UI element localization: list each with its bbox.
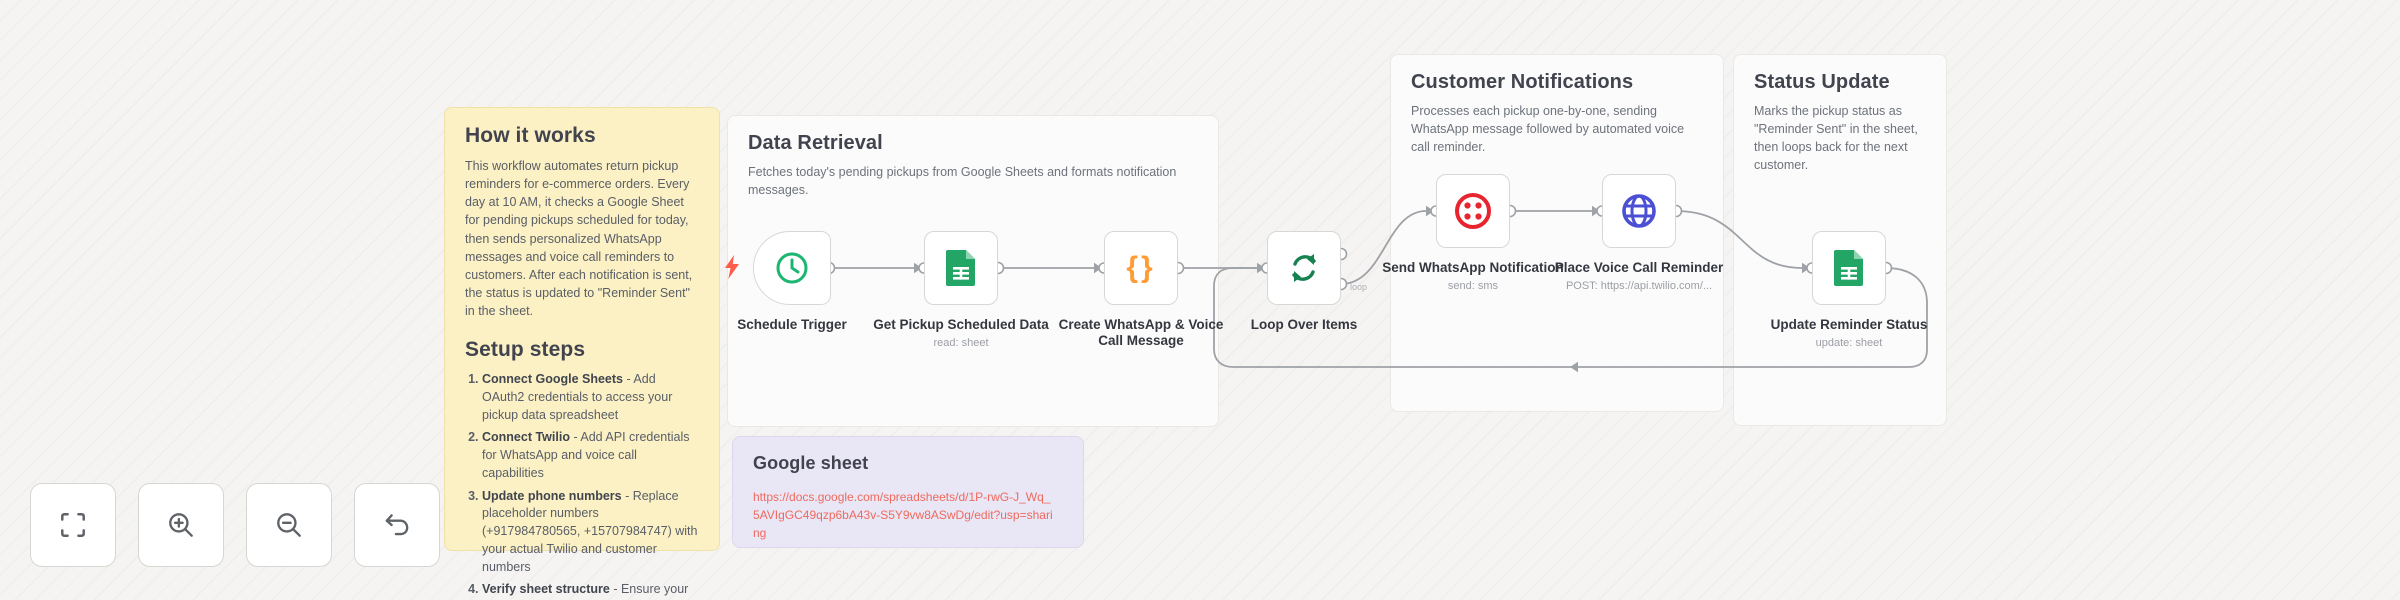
node-loop-over-items[interactable]	[1267, 231, 1341, 305]
node-update-reminder-status[interactable]	[1812, 231, 1886, 305]
arrowhead	[1592, 205, 1600, 217]
zoom-to-fit-icon	[61, 513, 85, 537]
globe-icon	[1622, 194, 1656, 228]
connection-loop-to-whatsapp[interactable]	[1340, 210, 1427, 285]
node-schedule-trigger[interactable]	[753, 231, 831, 305]
node-place-voice-call-reminder[interactable]	[1602, 174, 1676, 248]
code-braces-icon: {}	[1126, 251, 1156, 284]
canvas-toolbar	[30, 483, 440, 567]
how-it-works-body: This workflow automates return pickup re…	[465, 159, 693, 318]
arrowhead	[914, 262, 922, 274]
connection-voicecall-to-update[interactable]	[1675, 210, 1803, 269]
clock-icon	[776, 252, 808, 284]
node-subtitle: update: sheet	[1815, 337, 1883, 350]
zoom-out-button[interactable]	[246, 483, 332, 567]
sticky-note-google-sheet[interactable]: Google sheet https://docs.google.com/spr…	[732, 436, 1084, 548]
setup-steps-list: Connect Google Sheets - Add OAuth2 crede…	[465, 371, 699, 600]
node-label-send-whatsapp: Send WhatsApp Notification send: sms	[1378, 260, 1568, 294]
setup-step: Verify sheet structure - Ensure your Goo…	[482, 581, 699, 600]
sticky-note-how-it-works[interactable]: How it works This workflow automates ret…	[444, 107, 720, 596]
google-sheets-icon	[946, 250, 975, 286]
arrowhead	[1257, 262, 1265, 274]
setup-step: Connect Google Sheets - Add OAuth2 crede…	[482, 371, 699, 424]
setup-steps-title: Setup steps	[465, 338, 586, 362]
setup-step: Connect Twilio - Add API credentials for…	[482, 429, 699, 482]
node-subtitle: POST: https://api.twilio.com/...	[1565, 280, 1713, 293]
loop-icon	[1292, 254, 1316, 282]
loopback-arrowhead	[1570, 361, 1578, 373]
loop-output-label: loop	[1350, 282, 1368, 292]
node-label-get-pickup: Get Pickup Scheduled Data read: sheet	[866, 317, 1056, 351]
arrowhead	[1426, 205, 1434, 217]
zoom-out-icon	[277, 513, 301, 537]
data-retrieval-description: Fetches today's pending pickups from Goo…	[748, 165, 1177, 198]
node-subtitle: read: sheet	[933, 337, 989, 350]
arrowhead	[1094, 262, 1102, 274]
node-subtitle: send: sms	[1447, 280, 1499, 293]
status-update-description: Marks the pickup status as "Reminder Sen…	[1754, 104, 1918, 173]
trigger-bolt-icon	[725, 255, 739, 279]
node-label-loop-over-items: Loop Over Items	[1250, 317, 1358, 332]
google-sheets-icon	[1834, 250, 1863, 286]
zoom-to-fit-button[interactable]	[30, 483, 116, 567]
how-it-works-title: How it works	[465, 124, 596, 147]
node-get-pickup-scheduled-data[interactable]	[924, 231, 998, 305]
node-label-update-status: Update Reminder Status update: sheet	[1754, 317, 1944, 351]
google-sheet-link[interactable]: https://docs.google.com/spreadsheets/d/1…	[753, 490, 1053, 540]
node-label-place-voice-call: Place Voice Call Reminder POST: https://…	[1544, 260, 1734, 294]
node-send-whatsapp-notification[interactable]	[1436, 174, 1510, 248]
status-update-title: Status Update	[1754, 71, 1890, 93]
customer-notifications-description: Processes each pickup one-by-one, sendin…	[1411, 104, 1685, 155]
undo-icon	[385, 514, 409, 536]
setup-step: Update phone numbers - Replace placehold…	[482, 488, 699, 577]
node-label-schedule-trigger: Schedule Trigger	[737, 317, 847, 332]
zoom-in-button[interactable]	[138, 483, 224, 567]
node-create-whatsapp-voice-message[interactable]: {}	[1104, 231, 1178, 305]
customer-notifications-title: Customer Notifications	[1411, 71, 1634, 93]
arrowhead	[1802, 262, 1810, 274]
zoom-in-icon	[169, 513, 193, 537]
undo-button[interactable]	[354, 483, 440, 567]
twilio-icon	[1455, 193, 1491, 229]
data-retrieval-title: Data Retrieval	[748, 132, 883, 154]
node-label-create-message: Create WhatsApp & Voice Call Message	[1058, 317, 1224, 349]
google-sheet-title: Google sheet	[753, 453, 869, 473]
